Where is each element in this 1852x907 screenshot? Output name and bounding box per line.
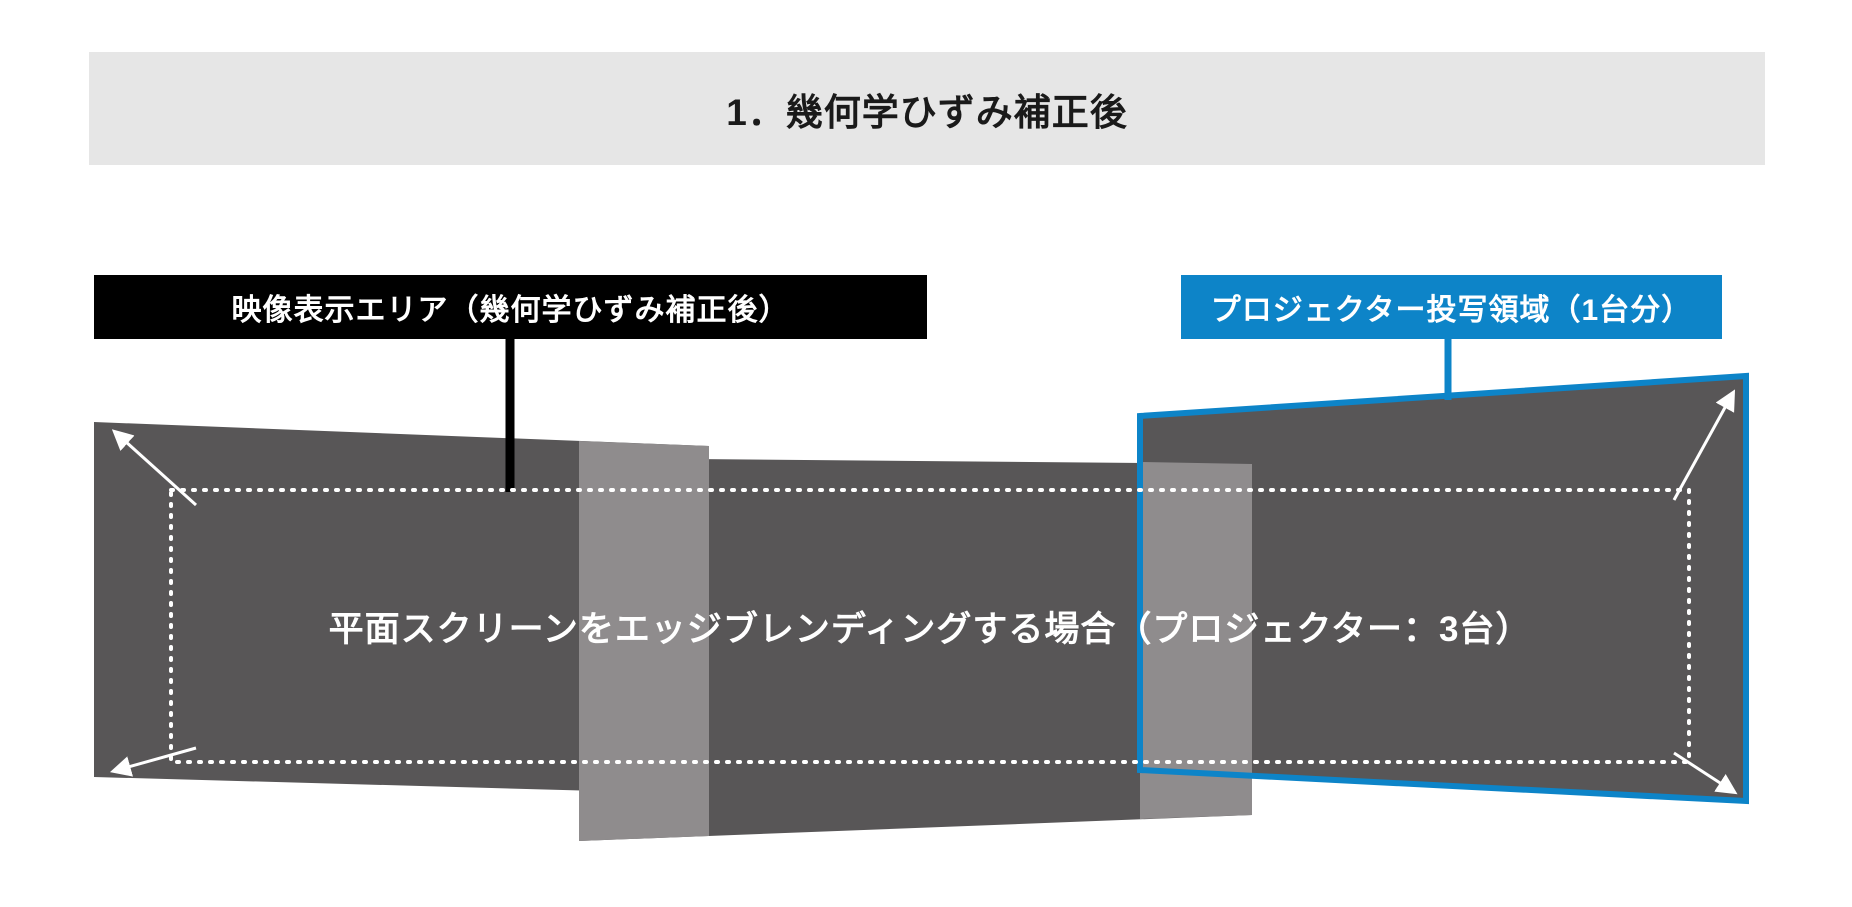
arrow-top-left: [111, 429, 198, 507]
display-area-dotted-outline: [169, 488, 1691, 764]
projection-area-right: [1140, 376, 1746, 801]
projector-area-outline: [1137, 372, 1749, 805]
page-title: 1．幾何学ひずみ補正後: [726, 91, 1128, 133]
display-area-label-text: 映像表示エリア（幾何学ひずみ補正後）: [231, 294, 790, 327]
projector-area-label-text: プロジェクター投写領域（1台分）: [1210, 294, 1693, 327]
corner-arrows: [109, 389, 1738, 795]
projection-area-middle: [579, 458, 1252, 841]
arrow-bottom-right: [1673, 751, 1738, 795]
overlap-band-right: [1140, 462, 1252, 819]
display-area-label: 映像表示エリア（幾何学ひずみ補正後）: [94, 275, 927, 339]
title-bar: 1．幾何学ひずみ補正後: [89, 52, 1765, 165]
arrow-top-right: [1672, 389, 1736, 501]
arrow-bottom-left: [109, 746, 197, 777]
projector-area-label: プロジェクター投写領域（1台分）: [1181, 275, 1722, 339]
projection-area-left: [94, 422, 709, 794]
overlap-band-left: [579, 441, 709, 841]
